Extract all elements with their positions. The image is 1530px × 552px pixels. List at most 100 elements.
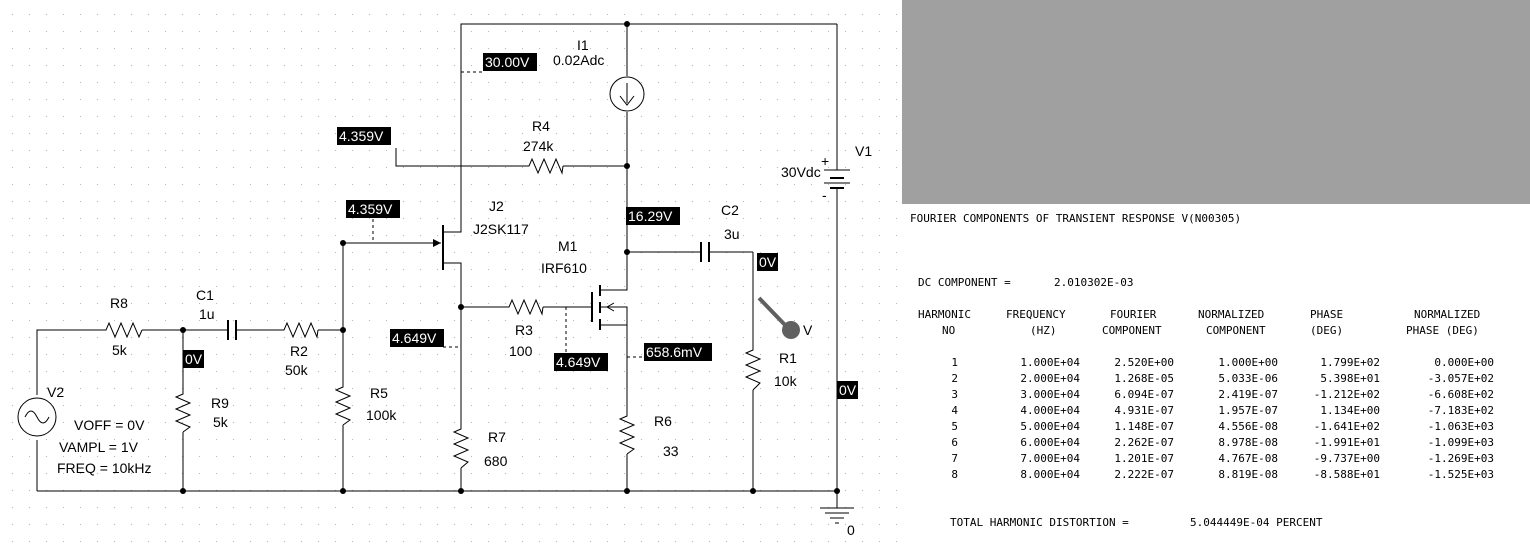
table-cell: 1.000E+00	[1218, 356, 1279, 369]
r9-ref: R9	[211, 395, 229, 411]
table-cell: 2.419E-07	[1218, 388, 1279, 401]
table-cell: 2.000E+04	[1020, 372, 1081, 385]
results-pane: FOURIER COMPONENTS OF TRANSIENT RESPONSE…	[902, 0, 1530, 552]
table-cell: 3.000E+04	[1020, 388, 1081, 401]
voltage-marker: 4.359V	[348, 201, 393, 217]
voltage-marker: 30.00V	[485, 54, 530, 70]
voltage-marker: 4.359V	[339, 128, 384, 144]
table-cell: 4.767E-08	[1218, 452, 1279, 465]
table-cell: 6.094E-07	[1114, 388, 1175, 401]
header-harmonic-sub: NO	[942, 324, 956, 337]
table-cell: 1.201E-07	[1114, 452, 1175, 465]
table-cell: 6.000E+04	[1020, 436, 1081, 449]
table-cell: 4.556E-08	[1218, 420, 1279, 433]
output-title: FOURIER COMPONENTS OF TRANSIENT RESPONSE…	[910, 212, 1242, 225]
marker-leads	[372, 71, 645, 358]
v2-voff: VOFF = 0V	[74, 417, 145, 433]
component-labels: R8 5k C1 1u R2 50k R9 5k R5 100k R7 680 …	[47, 37, 872, 538]
i1-ref: I1	[577, 37, 589, 53]
r4-ref: R4	[532, 118, 550, 134]
header-fourier-sub: COMPONENT	[1102, 324, 1162, 337]
table-cell: 8.978E-08	[1218, 436, 1279, 449]
r6-ref: R6	[654, 413, 672, 429]
harmonic-number-cell: 3	[951, 388, 958, 401]
c2-ref: C2	[721, 202, 739, 218]
table-cell: -3.057E+02	[1427, 372, 1495, 385]
harmonic-number-cell: 6	[951, 436, 958, 449]
table-cell: 4.000E+04	[1020, 404, 1081, 417]
header-harmonic: HARMONIC	[918, 308, 971, 321]
harmonic-number-cell: 7	[951, 452, 958, 465]
header-norm-phase-sub: PHASE (DEG)	[1406, 324, 1479, 337]
v1-ref: V1	[855, 143, 872, 159]
m1-ref: M1	[558, 238, 578, 254]
voltage-marker: 0V	[185, 351, 203, 367]
schematic-drawing[interactable]: R8 5k C1 1u R2 50k R9 5k R5 100k R7 680 …	[0, 0, 902, 552]
r8-ref: R8	[110, 295, 128, 311]
dc-component-value: 2.010302E-03	[1054, 276, 1134, 289]
r9-symbol	[174, 390, 192, 433]
v1-plus: +	[821, 153, 829, 169]
header-normalized: NORMALIZED	[1198, 308, 1265, 321]
junction-dots	[180, 21, 840, 494]
r4-value: 274k	[523, 138, 554, 154]
j2-ref: J2	[489, 198, 504, 214]
j2-value: J2SK117	[473, 221, 529, 237]
r9-value: 5k	[213, 414, 229, 430]
table-cell: 4.931E-07	[1114, 404, 1175, 417]
table-cell: 8.000E+04	[1020, 468, 1081, 481]
r8-symbol	[100, 321, 143, 339]
table-cell: 1.268E-05	[1114, 372, 1175, 385]
probe-label: V	[803, 322, 813, 338]
voltage-marker: 0V	[839, 382, 857, 398]
thd-value: 5.044449E-04 PERCENT	[1190, 516, 1323, 529]
harmonic-number-cell: 8	[951, 468, 958, 481]
r3-ref: R3	[515, 322, 533, 338]
r8-value: 5k	[112, 342, 128, 358]
r7-value: 680	[484, 453, 508, 469]
r6-value: 33	[663, 443, 679, 459]
r6-symbol	[618, 412, 636, 455]
v2-vampl: VAMPL = 1V	[59, 439, 139, 455]
ground-symbol	[820, 507, 854, 524]
v2-ref: V2	[47, 384, 64, 400]
table-cell: -1.099E+03	[1427, 436, 1495, 449]
r5-symbol	[334, 383, 352, 426]
header-frequency: FREQUENCY	[1006, 308, 1066, 321]
table-cell: 1.148E-07	[1114, 420, 1175, 433]
voltage-probe[interactable]	[757, 296, 800, 339]
m1-value: IRF610	[541, 260, 587, 276]
i1-value: 0.02Adc	[553, 52, 604, 68]
r3-value: 100	[509, 343, 533, 359]
probe-plot-window[interactable]	[902, 0, 1530, 204]
voltage-marker: 16.29V	[628, 208, 673, 224]
schematic-canvas[interactable]: R8 5k C1 1u R2 50k R9 5k R5 100k R7 680 …	[0, 0, 902, 552]
r1-value: 10k	[774, 373, 798, 389]
table-cell: 1.000E+04	[1020, 356, 1081, 369]
header-fourier: FOURIER	[1110, 308, 1157, 321]
table-cell: -7.183E+02	[1427, 404, 1495, 417]
v2-freq: FREQ = 10kHz	[57, 460, 152, 476]
table-cell: 8.819E-08	[1218, 468, 1279, 481]
r5-value: 100k	[366, 407, 397, 423]
header-normalized-sub: COMPONENT	[1206, 324, 1266, 337]
output-file-text[interactable]: FOURIER COMPONENTS OF TRANSIENT RESPONSE…	[902, 204, 1530, 552]
table-cell: -1.063E+03	[1427, 420, 1495, 433]
r4-symbol	[525, 157, 564, 175]
r5-ref: R5	[370, 385, 388, 401]
header-phase-sub: (DEG)	[1310, 324, 1344, 337]
v1-value: 30Vdc	[781, 164, 821, 180]
table-cell: -8.588E+01	[1313, 468, 1381, 481]
header-phase: PHASE	[1310, 308, 1344, 321]
voltage-marker: 4.649V	[392, 330, 437, 346]
dc-component-label: DC COMPONENT =	[918, 276, 1011, 289]
c2-value: 3u	[724, 226, 740, 242]
table-cell: 1.799E+02	[1320, 356, 1381, 369]
r2-value: 50k	[285, 362, 309, 378]
table-cell: 0.000E+00	[1434, 356, 1495, 369]
table-cell: -1.212E+02	[1313, 388, 1381, 401]
circuit-wires	[36, 23, 838, 508]
r7-ref: R7	[488, 429, 506, 445]
harmonic-number-cell: 4	[951, 404, 958, 417]
table-cell: -1.991E+01	[1313, 436, 1381, 449]
